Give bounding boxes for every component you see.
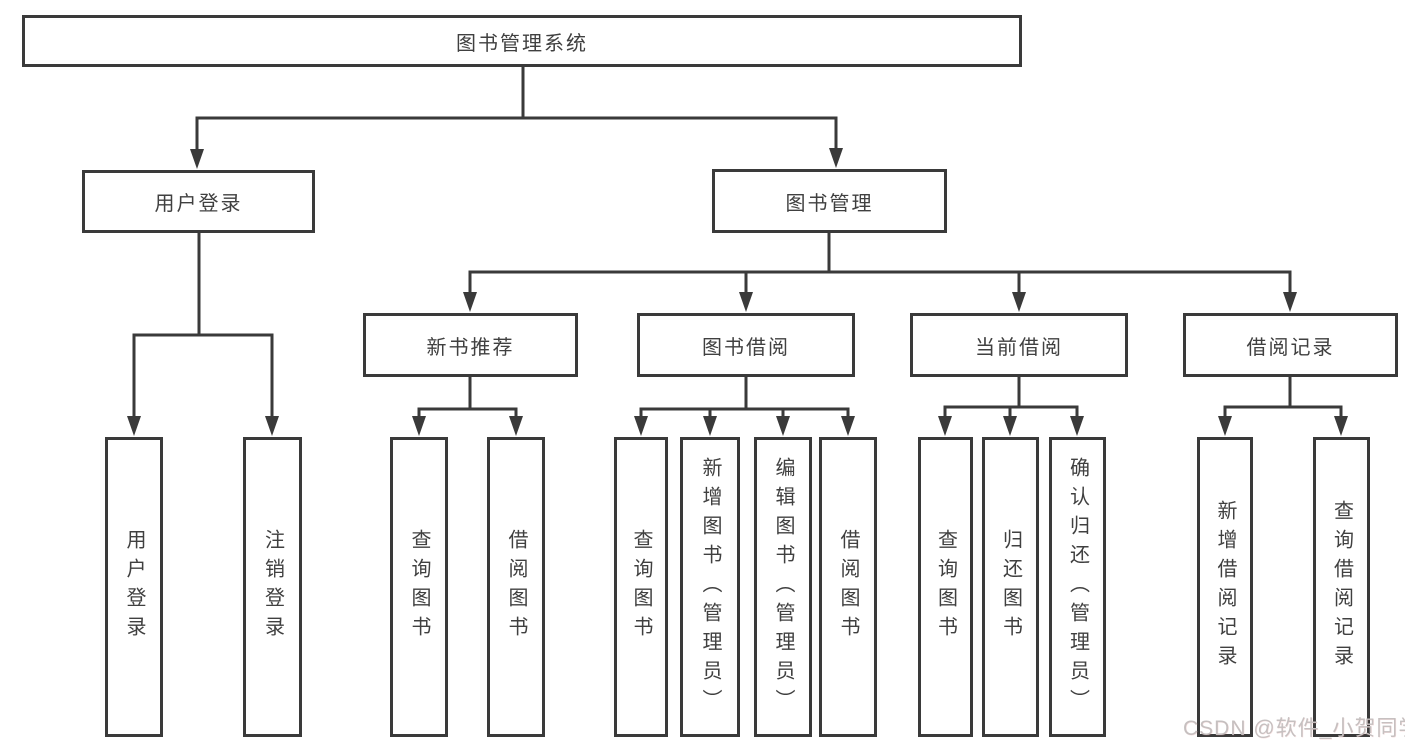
node-user-login: 用户登录 [82,170,315,233]
node-borrow-records: 借阅记录 [1183,313,1398,377]
node-new-book-recommend: 新书推荐 [363,313,578,377]
leaf-query-borrow-record-label: 查询借阅记录 [1330,500,1353,674]
node-borrow-records-label: 借阅记录 [1246,336,1335,359]
leaf-add-borrow-record-label: 新增借阅记录 [1214,500,1236,674]
leaf-query-books-current-label: 查询图书 [934,529,957,645]
leaf-logout-label: 注销登录 [261,529,284,645]
node-root-label: 图书管理系统 [456,32,588,55]
leaf-edit-book-admin: 编辑图书（管理员） [754,437,812,737]
leaf-return-book-label: 归还图书 [999,529,1022,645]
node-book-management: 图书管理 [712,169,947,233]
leaf-confirm-return-admin: 确认归还（管理员） [1049,437,1106,737]
leaf-edit-book-admin-label: 编辑图书（管理员） [772,456,794,718]
leaf-return-book: 归还图书 [982,437,1039,737]
leaf-query-borrow-record: 查询借阅记录 [1313,437,1370,737]
leaf-query-books-current: 查询图书 [918,437,973,737]
leaf-borrow-books-label: 借阅图书 [837,529,859,645]
leaf-query-books-recommend-label: 查询图书 [408,529,430,645]
leaf-borrow-books: 借阅图书 [819,437,877,737]
leaf-logout: 注销登录 [243,437,302,737]
node-user-login-label: 用户登录 [154,193,243,215]
node-book-management-label: 图书管理 [785,192,874,215]
leaf-query-books-borrow-label: 查询图书 [630,529,652,645]
leaf-user-login: 用户登录 [105,437,163,737]
leaf-query-books-borrow: 查询图书 [614,437,668,737]
node-book-borrow-label: 图书借阅 [702,336,790,359]
leaf-query-books-recommend: 查询图书 [390,437,448,737]
leaf-user-login-label: 用户登录 [123,529,145,645]
csdn-watermark: CSDN @软件_小贺同学 [1183,717,1405,740]
leaf-borrow-books-recommend: 借阅图书 [487,437,545,737]
node-new-book-recommend-label: 新书推荐 [426,336,515,359]
node-current-borrow-label: 当前借阅 [975,336,1063,359]
node-root: 图书管理系统 [22,15,1022,67]
leaf-borrow-books-recommend-label: 借阅图书 [505,529,527,645]
leaf-add-borrow-record: 新增借阅记录 [1197,437,1253,737]
node-current-borrow: 当前借阅 [910,313,1128,377]
leaf-confirm-return-admin-label: 确认归还（管理员） [1066,456,1089,718]
leaf-add-book-admin-label: 新增图书（管理员） [699,456,721,718]
node-book-borrow: 图书借阅 [637,313,855,377]
leaf-add-book-admin: 新增图书（管理员） [680,437,740,737]
